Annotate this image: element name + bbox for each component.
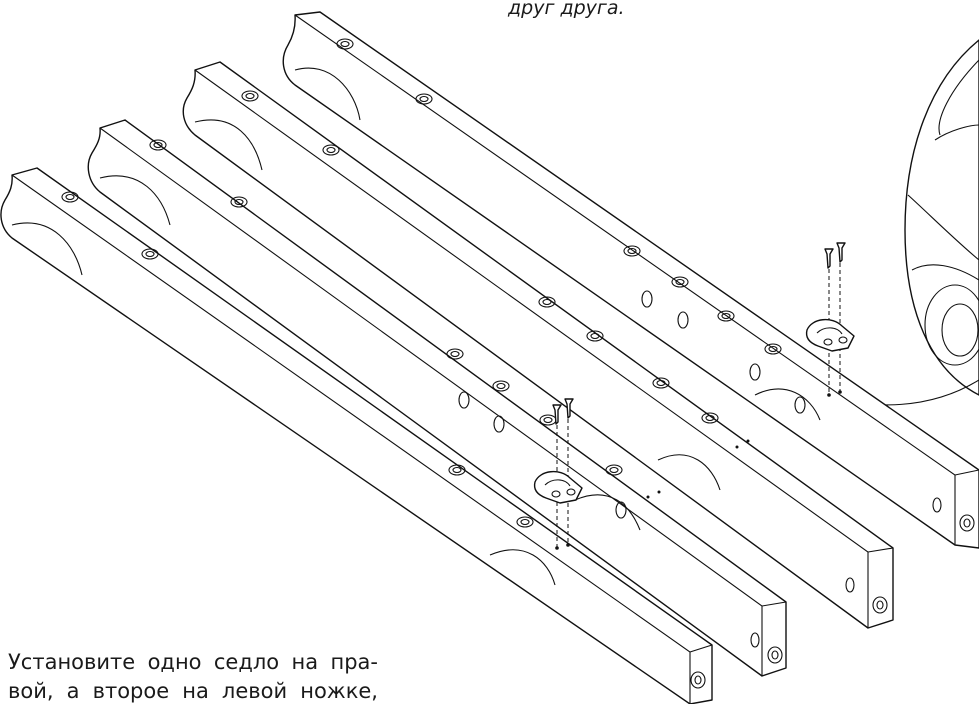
saddle-bracket-front xyxy=(533,398,583,550)
caption-bottom: Установите одно седло на пра- вой, а вто… xyxy=(8,648,378,704)
caption-bottom-line-1: Установите одно седло на пра- xyxy=(8,650,378,674)
caption-bottom-line-2: вой, а второе на левой ножке, ис- xyxy=(8,679,378,703)
wooden-leg-4 xyxy=(282,11,979,549)
wooden-leg-2 xyxy=(87,119,787,677)
wooden-leg-1 xyxy=(0,167,713,704)
wooden-leg-3 xyxy=(182,61,894,629)
caption-top: друг друга. xyxy=(508,0,625,19)
detail-magnifier xyxy=(829,39,979,406)
saddle-bracket-back xyxy=(805,242,855,397)
